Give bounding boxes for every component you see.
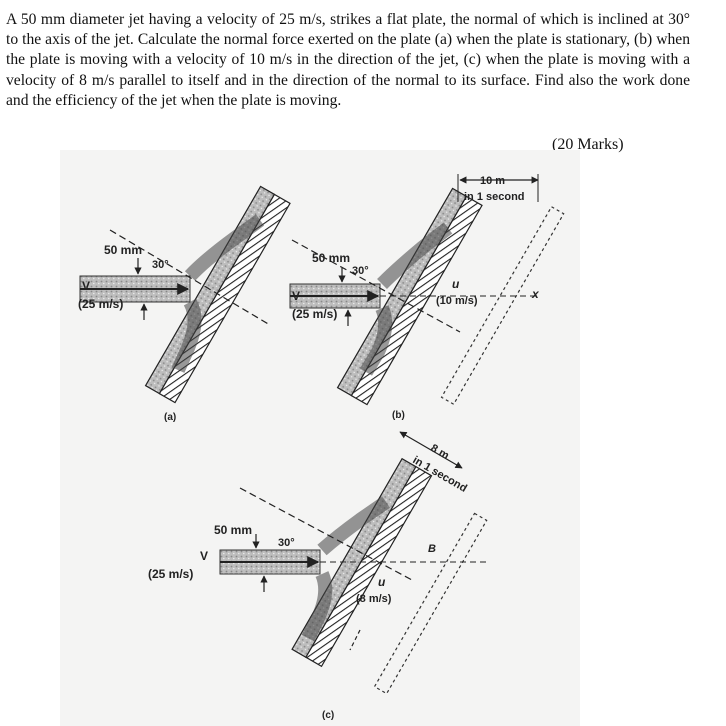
angle-label-a: 30°	[152, 259, 169, 271]
diagram-c: 8 m in 1 second 50 mm 30° V (25 m/s) B u…	[148, 431, 490, 721]
velocity-label-b: (25 m/s)	[292, 307, 337, 321]
distance-label-b: 10 m	[480, 175, 505, 187]
plate-velocity-symbol-b: u	[452, 277, 460, 291]
plate-velocity-label-c: (8 m/s)	[356, 593, 392, 605]
plate-c-displaced	[373, 512, 488, 695]
velocity-symbol-a: V	[82, 279, 90, 293]
velocity-label-c: (25 m/s)	[148, 567, 193, 581]
marks-label: (20 Marks)	[552, 136, 624, 153]
plate-b-displaced	[440, 205, 565, 406]
velocity-symbol-b: V	[292, 289, 300, 303]
jet-plate-figure: 50 mm 30° V (25 m/s) (a) 10 m in 1 secon…	[60, 150, 580, 726]
time-label-b: in 1 second	[464, 191, 525, 203]
plate-velocity-symbol-c: u	[378, 575, 386, 589]
caption-a: (a)	[164, 412, 176, 423]
diagram-b: 10 m in 1 second 50 mm 30° V (25 m/s) u …	[289, 174, 565, 421]
velocity-symbol-c: V	[200, 549, 208, 563]
diagram-a: 50 mm 30° V (25 m/s) (a)	[78, 185, 291, 423]
diameter-label-b: 50 mm	[312, 251, 350, 265]
angle-label-c: 30°	[278, 537, 295, 549]
caption-b: (b)	[392, 410, 405, 421]
diameter-label-c: 50 mm	[214, 523, 252, 537]
problem-statement: A 50 mm diameter jet having a velocity o…	[6, 11, 690, 109]
velocity-label-a: (25 m/s)	[78, 297, 123, 311]
axis-label-x: x	[531, 287, 540, 301]
plate-velocity-label-b: (10 m/s)	[436, 295, 478, 307]
caption-c: (c)	[322, 710, 334, 721]
point-label-b: B	[428, 543, 436, 555]
diameter-label-a: 50 mm	[104, 243, 142, 257]
angle-label-b: 30°	[352, 265, 369, 277]
